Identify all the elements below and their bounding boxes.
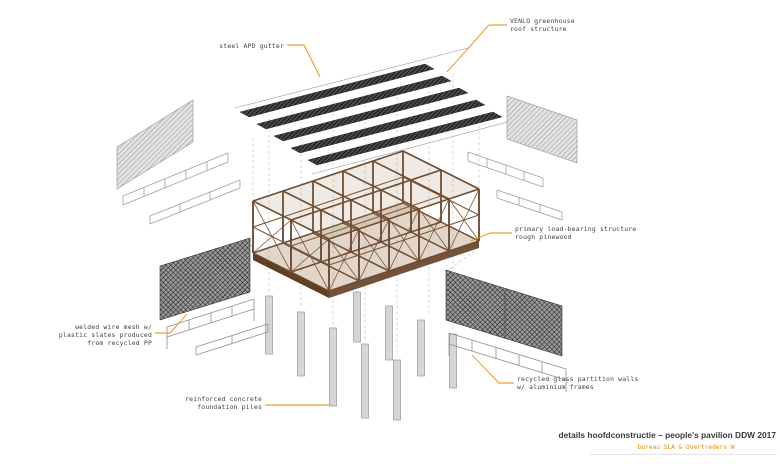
- mesh-panel: [159, 237, 251, 321]
- roof-strip: [273, 87, 469, 142]
- label-glass-text-1: recycled glass partition walls: [517, 375, 638, 383]
- label-structure-text-1: primary load-bearing structure: [515, 225, 636, 233]
- label-piles-text-1: reinforced concrete: [185, 395, 262, 403]
- gray-panel: [506, 95, 578, 164]
- label-mesh-text-1: welded wire mesh w/: [75, 323, 152, 331]
- top-beams: [252, 150, 480, 240]
- roof-strip: [290, 99, 486, 154]
- pile: [417, 319, 425, 377]
- greenhouse-roof: [234, 47, 516, 175]
- roof-strip: [256, 75, 452, 130]
- leader-line-structure: [470, 232, 512, 242]
- leader-line-gutter: [287, 44, 321, 78]
- mid-level-beams: [252, 176, 480, 266]
- wire-mesh-assembly: [159, 237, 269, 356]
- leader-line-roof: [446, 24, 507, 73]
- label-glass: recycled glass partition walls w/ alumin…: [471, 354, 638, 391]
- label-mesh-text-3: from recycled PP: [87, 339, 152, 347]
- label-roof-text-2: roof structure: [510, 25, 567, 33]
- glass-panel: [445, 269, 563, 357]
- label-mesh-text-2: plastic slates produced: [59, 331, 152, 339]
- label-piles: reinforced concrete foundation piles: [185, 395, 329, 411]
- roof-strip: [239, 63, 435, 118]
- label-roof-text-1: VENLO greenhouse: [510, 17, 575, 25]
- label-structure-text-2: rough pinewood: [515, 233, 572, 241]
- wall-frame-rails: [122, 152, 241, 225]
- title-block: details hoofdconstructie – people's pavi…: [559, 430, 777, 455]
- drawing-subtitle: bureau SLA & Overtreders W: [638, 444, 735, 451]
- mesh-frame-rails: [166, 298, 269, 356]
- gray-panel: [116, 99, 194, 190]
- drawing-title: details hoofdconstructie – people's pavi…: [559, 430, 777, 440]
- foundation-piles: [265, 291, 457, 421]
- upper-left-wall-panel: [116, 99, 241, 225]
- label-piles-text-2: foundation piles: [197, 403, 262, 411]
- pile: [361, 343, 369, 419]
- label-glass-text-2: w/ aluminium frames: [517, 383, 594, 391]
- gutter-edge-line: [311, 119, 516, 175]
- label-roof: VENLO greenhouse roof structure: [446, 17, 575, 73]
- wall-frame-rails: [467, 151, 563, 221]
- leader-line-mesh: [155, 313, 188, 334]
- timber-frame: [252, 150, 480, 298]
- glass-wall-assembly: [445, 269, 567, 392]
- platform-left-face: [253, 253, 329, 298]
- pile: [393, 359, 401, 421]
- gutter-edge-line: [234, 47, 469, 109]
- leader-line-glass: [471, 354, 514, 384]
- label-structure: primary load-bearing structure rough pin…: [470, 225, 636, 242]
- roof-strip: [307, 111, 503, 166]
- upper-right-wall-panel: [467, 95, 578, 221]
- pile: [265, 295, 273, 355]
- label-gutter-text: steel APD gutter: [219, 42, 284, 50]
- pile: [449, 333, 457, 389]
- annotations: steel APD gutter VENLO greenhouse roof s…: [59, 17, 638, 411]
- glass-frame-rails: [448, 332, 567, 392]
- pile: [385, 305, 393, 361]
- pile: [297, 311, 305, 377]
- label-gutter: steel APD gutter: [219, 42, 321, 78]
- pile: [329, 327, 337, 407]
- pile: [353, 291, 361, 343]
- label-mesh: welded wire mesh w/ plastic slates produ…: [59, 313, 188, 347]
- platform-right-face: [329, 241, 479, 298]
